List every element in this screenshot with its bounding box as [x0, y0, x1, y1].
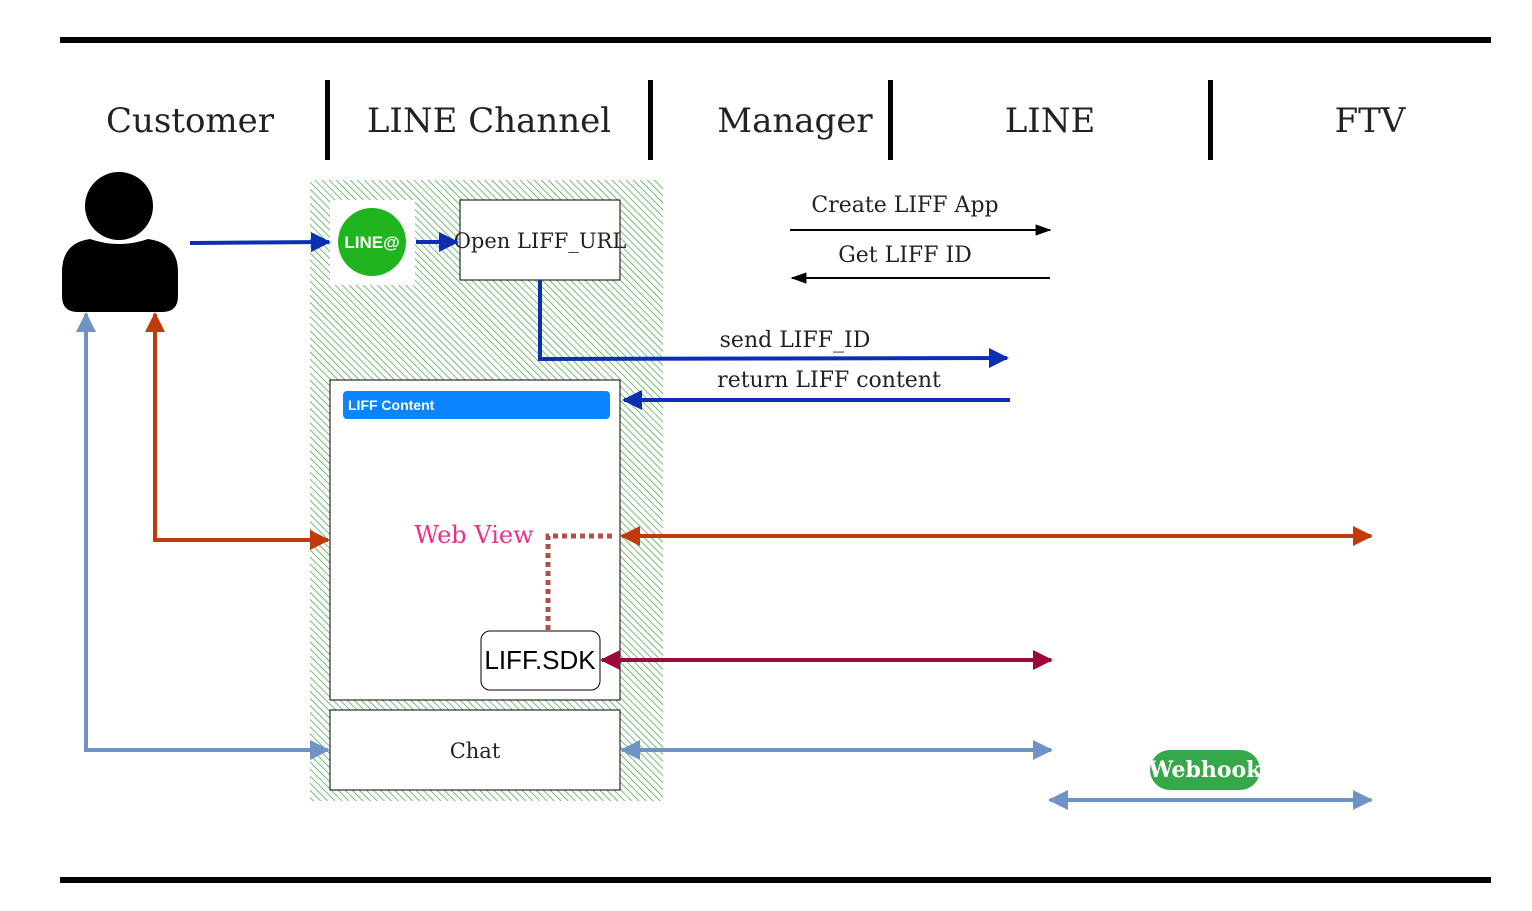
lane-divider [888, 80, 893, 160]
lane-title-line-channel: LINE Channel [367, 101, 611, 141]
send-liff-id-label: send LIFF_ID [720, 328, 871, 353]
get-liff-id-label: Get LIFF ID [838, 243, 972, 268]
web-view-label: Web View [414, 521, 534, 549]
bottom-rule [60, 877, 1491, 883]
webhook-label: Webhook [1148, 757, 1263, 783]
liff-content-header-label: LIFF Content [348, 397, 435, 413]
liff-sdk-label: LIFF.SDK [484, 645, 596, 675]
arrow-customer-web-view [145, 312, 330, 550]
webhook-badge [1150, 750, 1260, 790]
user-silhouette-icon [62, 172, 178, 312]
open-liff-url-label: Open LIFF_URL [454, 229, 627, 253]
arrow-customer-chat [76, 312, 330, 760]
lane-title-line: LINE [1005, 101, 1096, 141]
lane-divider [325, 80, 330, 160]
arrow-send-liff-id [538, 280, 1009, 369]
liff-content-header [343, 391, 610, 419]
web-view-sdk-dotted-connector [545, 533, 616, 630]
return-liff-content-label: return LIFF content [717, 368, 941, 393]
create-liff-app-label: Create LIFF App [811, 193, 998, 218]
top-rule [60, 37, 1491, 43]
lane-divider [1208, 80, 1213, 160]
arrow-customer-to-line-at [189, 232, 331, 253]
lane-title-ftv: FTV [1335, 101, 1407, 141]
open-liff-url-box [459, 199, 621, 281]
line-logo-text: LINE@ [344, 233, 399, 252]
lane-divider [648, 80, 653, 160]
lane-title-customer: Customer [106, 101, 275, 141]
line-at-logo-icon: LINE@ [330, 200, 415, 285]
chat-label: Chat [450, 739, 501, 763]
lane-title-manager: Manager [717, 101, 873, 141]
chat-box [329, 709, 621, 791]
